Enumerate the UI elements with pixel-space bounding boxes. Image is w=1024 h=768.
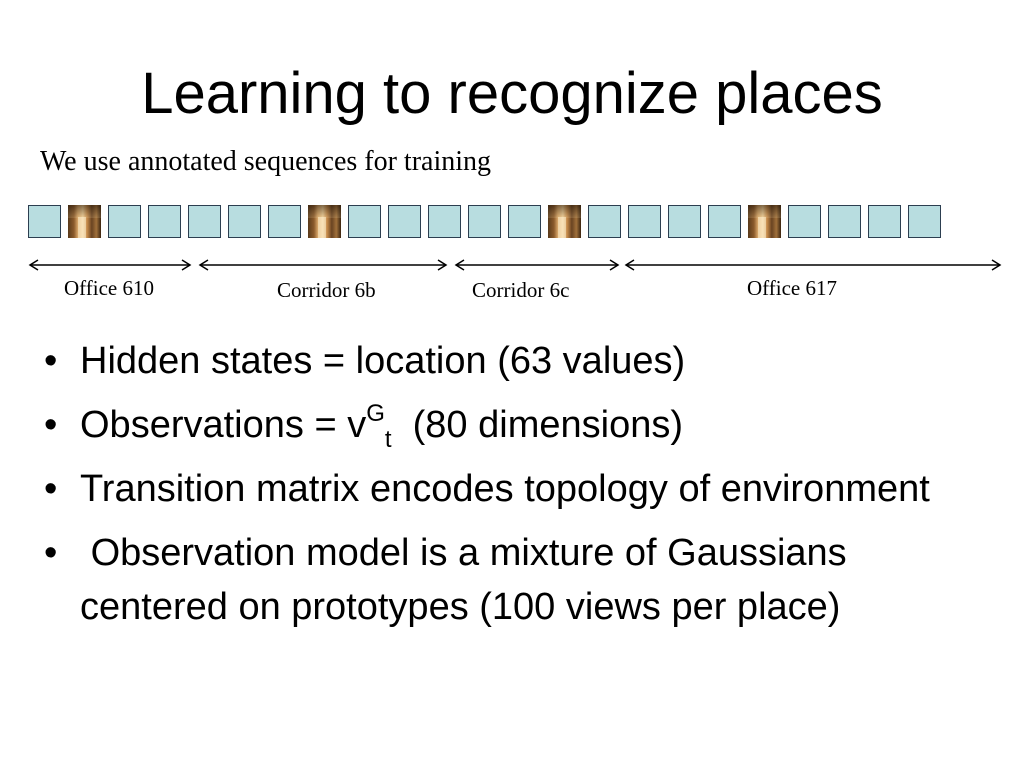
frame-box [508, 205, 541, 238]
region-label-corridor-6c: Corridor 6c [472, 278, 570, 302]
bullet-item: • Hidden states = location (63 values) [44, 334, 1004, 388]
frame-box [228, 205, 261, 238]
bullet-item: • Observations = vGt (80 dimensions) [44, 398, 1004, 452]
frame-box [148, 205, 181, 238]
frame-sequence [28, 205, 941, 238]
region-label-office-610: Office 610 [64, 276, 154, 300]
bullet-icon: • [44, 532, 58, 574]
frame-box [628, 205, 661, 238]
frame-box [388, 205, 421, 238]
slide-subtitle: We use annotated sequences for training [40, 146, 492, 177]
frame-photo [68, 205, 101, 238]
frame-photo [308, 205, 341, 238]
frame-photo [748, 205, 781, 238]
frame-box [828, 205, 861, 238]
frame-box [188, 205, 221, 238]
frame-box [868, 205, 901, 238]
bullet-text: Observation model is a mixture of Gaussi… [80, 532, 858, 628]
bullet-icon: • [44, 468, 58, 510]
frame-box [708, 205, 741, 238]
frame-box [468, 205, 501, 238]
frame-box [268, 205, 301, 238]
frame-box [28, 205, 61, 238]
frame-box [428, 205, 461, 238]
region-arrows [28, 259, 1002, 271]
frame-box [108, 205, 141, 238]
bullet-text: Hidden states = location (63 values) [80, 340, 686, 382]
bullet-icon: • [44, 404, 58, 446]
bullet-subscript: t [384, 426, 392, 453]
frame-box [348, 205, 381, 238]
frame-box [588, 205, 621, 238]
frame-box [908, 205, 941, 238]
bullet-list: • Hidden states = location (63 values) •… [44, 334, 1004, 644]
bullet-text-post: (80 dimensions) [391, 404, 683, 446]
bullet-superscript: G [366, 400, 385, 427]
region-label-corridor-6b: Corridor 6b [277, 278, 376, 302]
bullet-item: • Observation model is a mixture of Gaus… [44, 526, 1004, 634]
bullet-item: • Transition matrix encodes topology of … [44, 462, 1004, 516]
frame-box [668, 205, 701, 238]
bullet-icon: • [44, 340, 58, 382]
frame-box [788, 205, 821, 238]
bullet-text: Transition matrix encodes topology of en… [80, 468, 930, 510]
bullet-text-pre: Observations = v [80, 404, 367, 446]
frame-photo [548, 205, 581, 238]
region-label-office-617: Office 617 [747, 276, 837, 300]
slide-title: Learning to recognize places [141, 61, 883, 126]
